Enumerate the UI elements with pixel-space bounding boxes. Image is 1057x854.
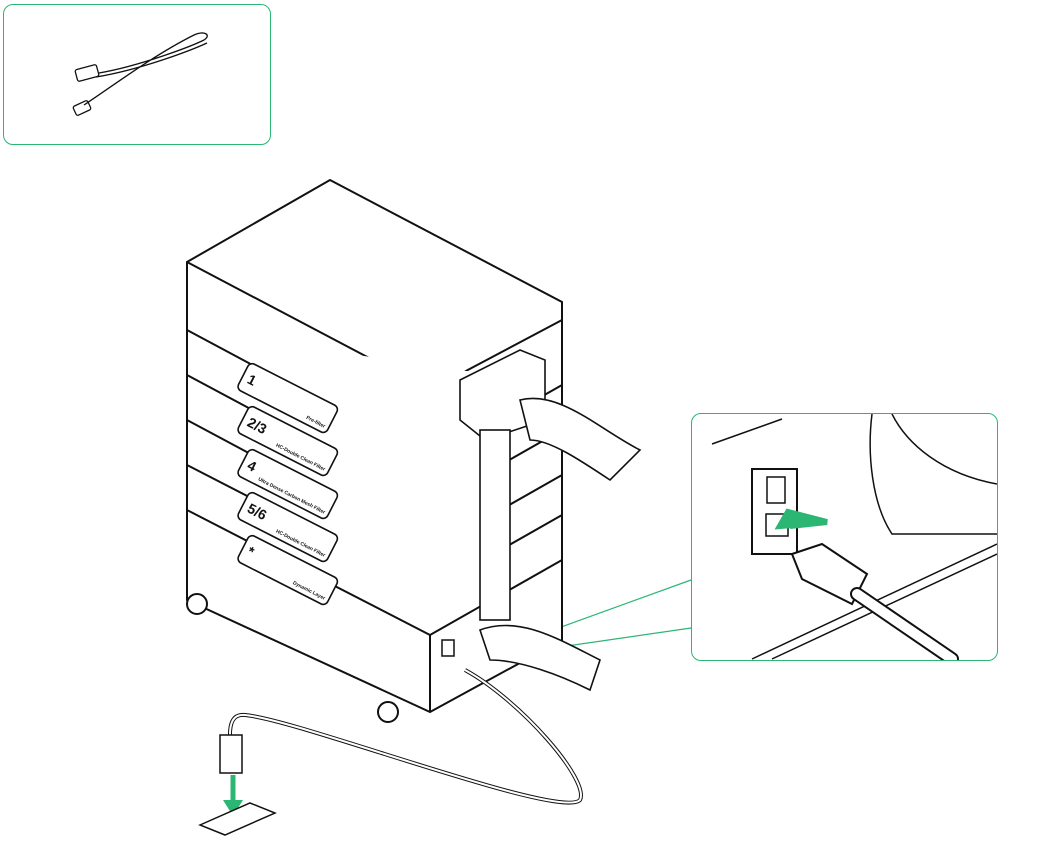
socket-detail-illustration (711, 414, 997, 660)
plug (219, 734, 243, 774)
detail-inset-power-socket (691, 413, 998, 661)
filter-name: Ultra Dense Carbon Mesh Filter (257, 476, 326, 515)
filter-number: 2/3 (245, 414, 270, 437)
filter-name: HC-Double Clean Filter (275, 529, 326, 559)
filter-name: HC-Double Clean Filter (275, 443, 326, 473)
power-switch-icon (441, 639, 455, 657)
power-cord (228, 668, 583, 805)
arrow-down-icon (223, 775, 243, 816)
filter-labels: 1 Pre-filter 2/3 HC-Double Clean Filter … (237, 362, 339, 606)
power-cord-inset (3, 4, 271, 145)
filter-number: 5/6 (245, 500, 270, 523)
plug-connector (790, 542, 959, 660)
filter-name: Pre-filter (305, 415, 326, 430)
wall-outlet-icon (198, 802, 277, 836)
filter-name: Dynamic Layer (292, 580, 326, 602)
filter-number: * (245, 543, 258, 560)
arrow-insert-icon (774, 508, 828, 530)
power-cord-icon (72, 32, 208, 116)
purifier-body (186, 178, 563, 723)
callout-lines (469, 579, 692, 661)
filter-number: 4 (245, 457, 259, 475)
filter-number: 1 (245, 371, 259, 389)
hose (459, 349, 642, 692)
